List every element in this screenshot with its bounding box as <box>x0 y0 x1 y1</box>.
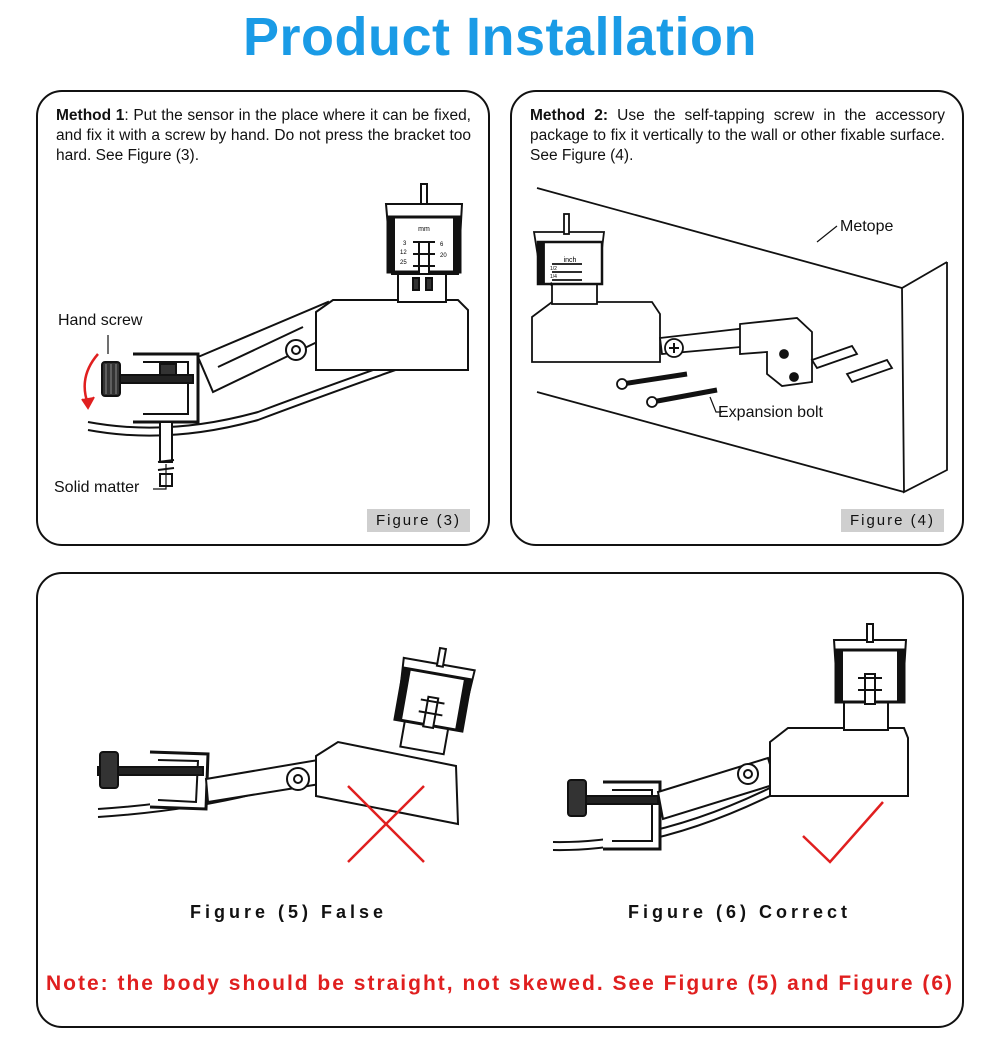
comparison-panel: Figure (5) False Figure (6) Correct Note… <box>36 572 964 1028</box>
figure3-tick: 3 <box>403 241 407 247</box>
figure3-tick: 20 <box>440 253 447 259</box>
hand-screw-callout: Hand screw <box>58 312 143 329</box>
figure4-tick: 1/4 <box>550 274 557 280</box>
method2-text: Use the self-tapping screw in the access… <box>530 107 946 164</box>
cross-mark-icon <box>347 785 425 863</box>
method1-text: : Put the sensor in the place where it c… <box>56 107 471 164</box>
figure5-caption: Figure (5) False <box>190 902 388 922</box>
comparison-drawings <box>97 623 909 864</box>
figure3-tick: 12 <box>400 250 407 256</box>
installation-note: Note: the body should be straight, not s… <box>45 972 955 995</box>
method1-description: Method 1: Put the sensor in the place wh… <box>56 106 471 166</box>
expansion-bolt-callout: Expansion bolt <box>718 404 823 421</box>
solid-matter-callout: Solid matter <box>54 479 140 496</box>
figure6-drawing <box>552 623 909 852</box>
method2-description: Method 2: Use the self-tapping screw in … <box>530 106 945 166</box>
figure3-tick: 6 <box>440 242 444 248</box>
method1-label: Method 1 <box>56 107 125 124</box>
check-mark-icon <box>802 801 884 864</box>
figure5-drawing <box>97 646 476 826</box>
figure4-gauge-unit: inch <box>564 257 577 264</box>
figure4-drawing: inch 1/2 1/4 1 <box>531 187 948 494</box>
figure4-tick: 1/2 <box>550 266 557 272</box>
method1-panel: Method 1: Put the sensor in the place wh… <box>36 90 490 546</box>
figure3-gauge-unit: mm <box>418 226 430 233</box>
figure3-label: Figure (3) <box>366 509 470 532</box>
figure4-tick: 1 <box>550 282 553 288</box>
method2-panel: Method 2: Use the self-tapping screw in … <box>510 90 964 546</box>
figure3-tick: 25 <box>400 260 407 266</box>
figure6-caption: Figure (6) Correct <box>628 902 852 922</box>
figure3-drawing: mm 3 12 25 6 20 <box>81 183 469 490</box>
page-title: Product Installation <box>242 7 758 67</box>
figure4-label: Figure (4) <box>840 509 944 532</box>
method2-label: Method 2: <box>530 107 609 124</box>
metope-callout: Metope <box>840 218 894 235</box>
